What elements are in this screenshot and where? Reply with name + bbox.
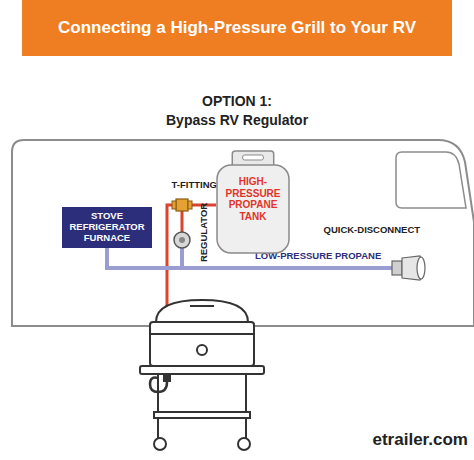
grill	[140, 300, 264, 450]
tank-body	[217, 165, 289, 253]
node-text: HIGH-PRESSURE PROPANE TANK	[220, 176, 286, 222]
rv-windshield	[396, 152, 466, 208]
regulator-symbol	[174, 232, 190, 248]
low-pressure-line	[182, 266, 394, 270]
tank-collar	[232, 151, 273, 166]
part-label: T-FITTING	[172, 180, 217, 191]
node-text: STOVE REFRIGERATOR FURNACE	[66, 211, 148, 244]
propane-tank: HIGH-PRESSURE PROPANE TANK	[216, 150, 290, 254]
rv-body	[12, 140, 474, 326]
quick-disconnect-symbol	[392, 256, 425, 280]
appliance-box: STOVE REFRIGERATOR FURNACE	[62, 207, 152, 248]
part-label: QUICK-DISCONNECT	[324, 225, 421, 236]
tank-handle-hole	[243, 155, 264, 160]
low-pressure-pipe	[107, 248, 182, 268]
part-label: REGULATOR	[199, 202, 210, 261]
option-subheading: Bypass RV Regulator	[166, 112, 308, 128]
watermark-logo: etrailer.com	[373, 430, 468, 450]
option-heading: OPTION 1:	[202, 93, 272, 109]
title-text: Connecting a High-Pressure Grill to Your…	[58, 18, 416, 38]
t-fitting-symbol	[172, 199, 192, 211]
